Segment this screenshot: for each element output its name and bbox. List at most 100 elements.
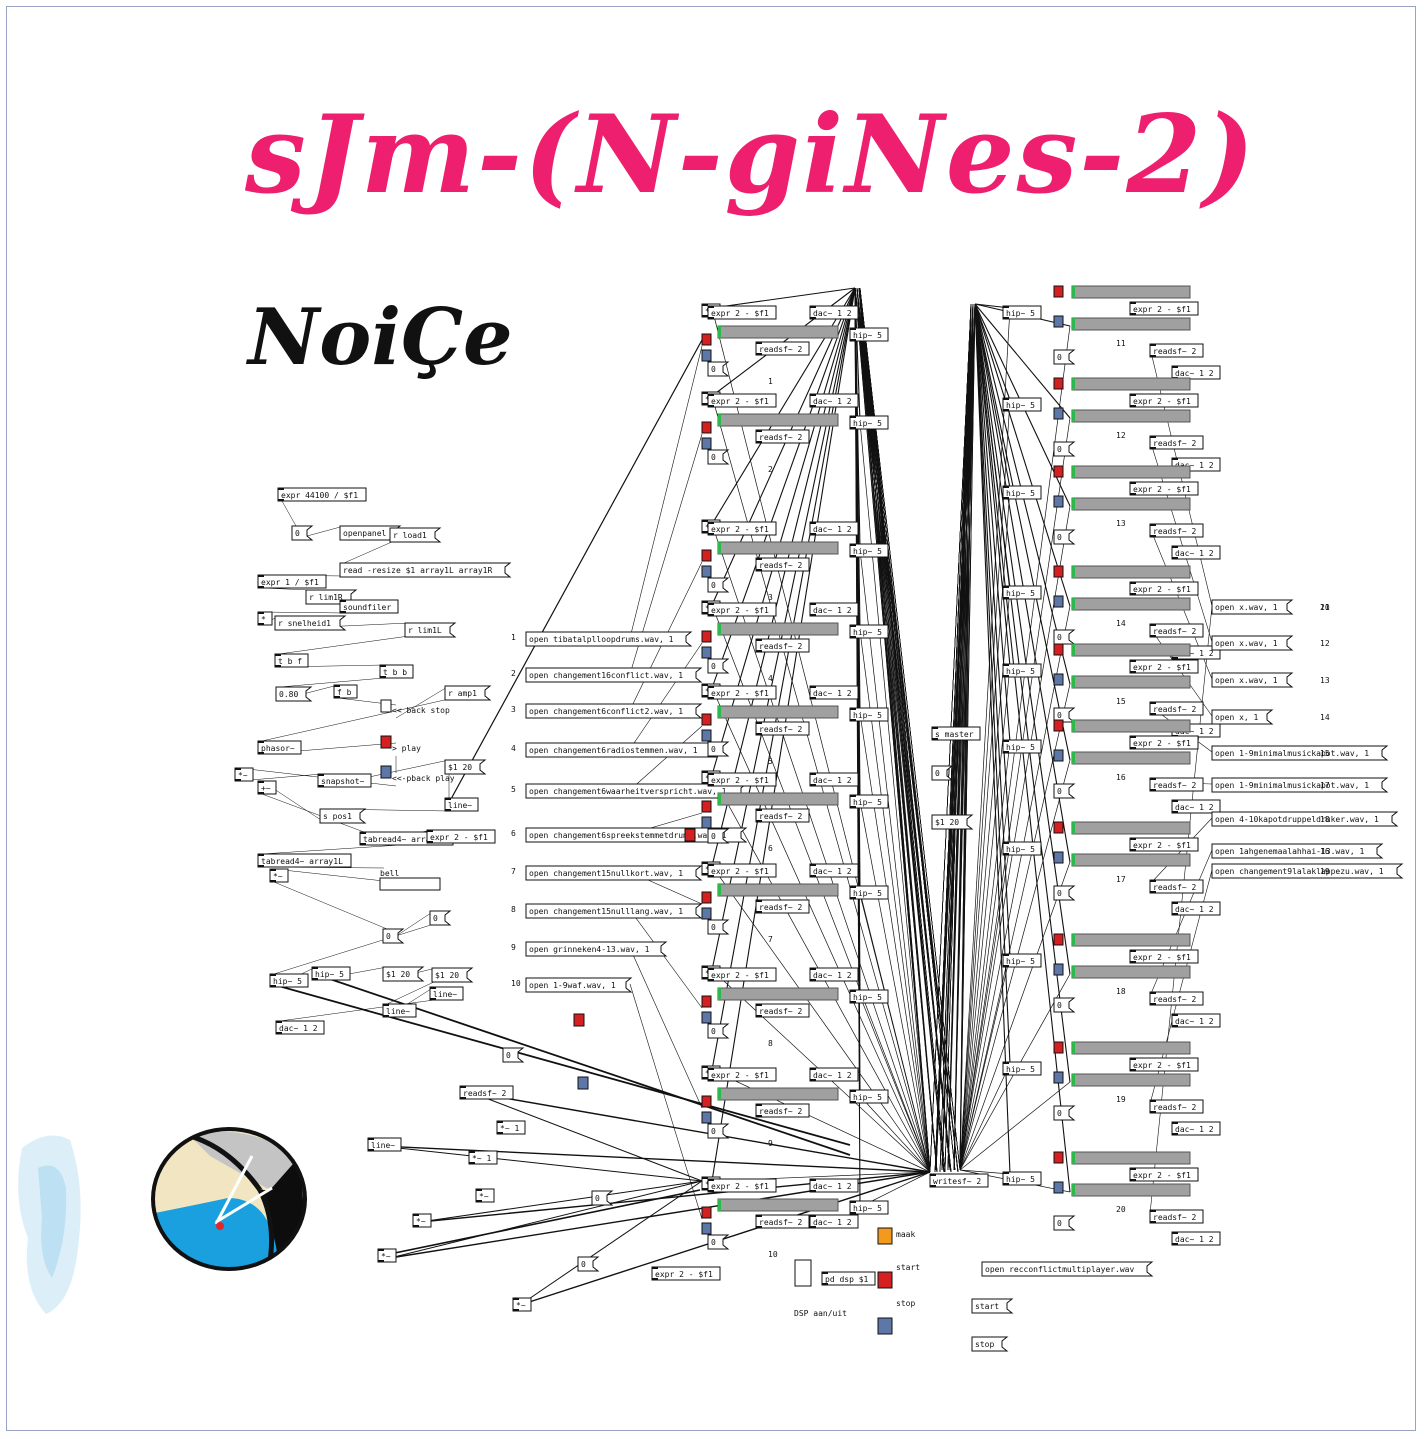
right-row-14-play-bang[interactable] <box>1053 565 1064 578</box>
mid-row-1-zero[interactable]: 0 <box>707 361 730 377</box>
mid-row-10-stop-bang[interactable] <box>701 1222 712 1235</box>
bottom-left-msg-11[interactable]: 0 <box>577 1256 600 1272</box>
mid-row-4-play-bang[interactable] <box>701 630 712 643</box>
left-msg-35[interactable]: $1 20 <box>382 966 425 982</box>
mid-zero-msg[interactable]: 0 <box>931 765 954 781</box>
mid-row-8-array[interactable] <box>717 987 839 1001</box>
right-file-message-13[interactable]: open x.wav, 1 <box>1211 672 1294 688</box>
mid-row-6-array[interactable] <box>717 792 839 806</box>
mid-row-9-stop-bang[interactable] <box>701 1111 712 1124</box>
volume-slider[interactable] <box>379 877 441 891</box>
right-row-11-array-b[interactable] <box>1071 317 1191 331</box>
open-rec-message[interactable]: open recconflictmultiplayer.wav <box>981 1261 1154 1277</box>
right-row-11-play-bang[interactable] <box>1053 285 1064 298</box>
right-row-12-array-a[interactable] <box>1071 377 1191 391</box>
file-message-4[interactable]: open changement6radiostemmen.wav, 1 <box>525 742 718 758</box>
right-row-17-zero[interactable]: 0 <box>1053 885 1076 901</box>
mid-row-9-play-bang[interactable] <box>701 1095 712 1108</box>
right-row-20-zero[interactable]: 0 <box>1053 1215 1076 1231</box>
mid-row-3-stop-bang[interactable] <box>701 565 712 578</box>
right-row-16-stop-bang[interactable] <box>1053 749 1064 762</box>
mid-row-3-play-bang[interactable] <box>701 549 712 562</box>
right-row-18-play-bang[interactable] <box>1053 933 1064 946</box>
right-file-message-11[interactable]: open x.wav, 1 <box>1211 599 1294 615</box>
mid-row-8-stop-bang[interactable] <box>701 1011 712 1024</box>
mid-row-2-array[interactable] <box>717 413 839 427</box>
file-message-8[interactable]: open changement15nulllang.wav, 1 <box>525 903 703 919</box>
right-row-18-array-a[interactable] <box>1071 933 1191 947</box>
right-file-message-16[interactable]: open 1ahgenemaalahhai-13.wav, 1 <box>1211 843 1384 859</box>
right-file-message-14[interactable]: open x, 1 <box>1211 709 1274 725</box>
right-row-19-play-bang[interactable] <box>1053 1041 1064 1054</box>
left-msg-1[interactable]: 0 <box>291 525 314 541</box>
right-file-message-19[interactable]: open changement9lalaklappezu.wav, 1 <box>1211 863 1404 879</box>
right-row-11-stop-bang[interactable] <box>1053 315 1064 328</box>
mid-row-10-array[interactable] <box>717 1198 839 1212</box>
mid-row-5-array[interactable] <box>717 705 839 719</box>
mid-row-10-zero[interactable]: 0 <box>707 1234 730 1250</box>
mid-row-6-play-bang[interactable] <box>701 800 712 813</box>
play-bang[interactable] <box>380 735 392 749</box>
file-message-7[interactable]: open changement15nullkort.wav, 1 <box>525 865 703 881</box>
file-message-3[interactable]: open changement6conflict2.wav, 1 <box>525 703 703 719</box>
right-file-message-17[interactable]: open 1-9minimalmusickapot.wav, 1 <box>1211 777 1389 793</box>
start-bang[interactable] <box>877 1271 893 1289</box>
file-message-2[interactable]: open changement16conflict.wav, 1 <box>525 667 703 683</box>
mid-row-4-array[interactable] <box>717 622 839 636</box>
right-row-11-array-a[interactable] <box>1071 285 1191 299</box>
mid-row-2-stop-bang[interactable] <box>701 437 712 450</box>
right-row-17-stop-bang[interactable] <box>1053 851 1064 864</box>
right-file-message-18[interactable]: open 4-10kapotdruppeldruker.wav, 1 <box>1211 811 1399 827</box>
mid-row-9-zero[interactable]: 0 <box>707 1123 730 1139</box>
mid-row-2-zero[interactable]: 0 <box>707 449 730 465</box>
right-row-16-array-b[interactable] <box>1071 751 1191 765</box>
right-row-16-array-a[interactable] <box>1071 719 1191 733</box>
right-row-12-zero[interactable]: 0 <box>1053 441 1076 457</box>
right-row-16-play-bang[interactable] <box>1053 719 1064 732</box>
mid-row-5-play-bang[interactable] <box>701 713 712 726</box>
right-row-14-stop-bang[interactable] <box>1053 595 1064 608</box>
mid-row-7-zero[interactable]: 0 <box>707 919 730 935</box>
left-msg-10[interactable]: r lim1L <box>404 622 457 638</box>
right-row-18-stop-bang[interactable] <box>1053 963 1064 976</box>
right-row-14-array-b[interactable] <box>1071 597 1191 611</box>
mid-row-1-stop-bang[interactable] <box>701 349 712 362</box>
right-row-15-stop-bang[interactable] <box>1053 673 1064 686</box>
bottom-left-red-bang[interactable] <box>573 1013 585 1027</box>
right-row-18-zero[interactable]: 0 <box>1053 997 1076 1013</box>
file6-bang[interactable] <box>684 828 696 842</box>
mid-row-6-stop-bang[interactable] <box>701 816 712 829</box>
mid-row-1-array[interactable] <box>717 325 839 339</box>
right-row-13-array-a[interactable] <box>1071 465 1191 479</box>
right-row-13-array-b[interactable] <box>1071 497 1191 511</box>
left-msg-24[interactable]: s pos1 <box>319 808 367 824</box>
stop-bang[interactable] <box>877 1317 893 1335</box>
back-stop-toggle[interactable] <box>380 699 392 713</box>
right-row-20-array-a[interactable] <box>1071 1151 1191 1165</box>
right-row-15-play-bang[interactable] <box>1053 643 1064 656</box>
mid-row-8-play-bang[interactable] <box>701 995 712 1008</box>
back-play-bang[interactable] <box>380 765 392 779</box>
left-msg-13[interactable]: 0.80 <box>275 686 313 702</box>
right-row-15-array-a[interactable] <box>1071 643 1191 657</box>
right-row-16-zero[interactable]: 0 <box>1053 783 1076 799</box>
file-message-1[interactable]: open tibatalplloopdrums.wav, 1 <box>525 631 693 647</box>
left-msg-22[interactable]: $1 20 <box>444 759 487 775</box>
right-row-19-stop-bang[interactable] <box>1053 1071 1064 1084</box>
bottom-left-msg-8[interactable]: 0 <box>502 1047 525 1063</box>
right-row-17-array-b[interactable] <box>1071 853 1191 867</box>
right-row-17-play-bang[interactable] <box>1053 821 1064 834</box>
mid-row-3-zero[interactable]: 0 <box>707 577 730 593</box>
mid-row-5-zero[interactable]: 0 <box>707 741 730 757</box>
file-message-10[interactable]: open 1-9waf.wav, 1 <box>525 977 633 993</box>
mid-row-6-zero[interactable]: 0 <box>707 828 730 844</box>
right-row-11-zero[interactable]: 0 <box>1053 349 1076 365</box>
right-row-12-stop-bang[interactable] <box>1053 407 1064 420</box>
mid-row-4-zero[interactable]: 0 <box>707 658 730 674</box>
bottom-left-blue-bang[interactable] <box>577 1076 589 1090</box>
right-row-19-array-b[interactable] <box>1071 1073 1191 1087</box>
right-row-14-array-a[interactable] <box>1071 565 1191 579</box>
file-message-9[interactable]: open grinneken4-13.wav, 1 <box>525 941 668 957</box>
mid-row-7-play-bang[interactable] <box>701 891 712 904</box>
right-row-12-play-bang[interactable] <box>1053 377 1064 390</box>
